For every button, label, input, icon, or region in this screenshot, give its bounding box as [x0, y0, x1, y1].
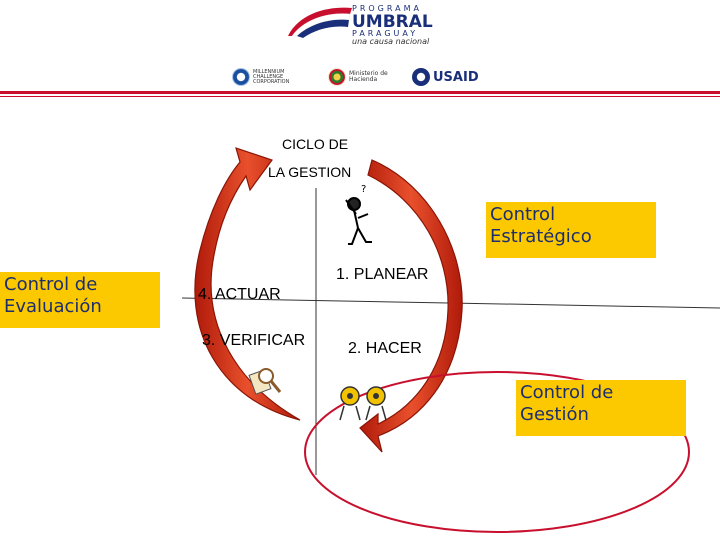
control-estrategico-line1: Control: [490, 204, 556, 225]
cycle-title-line1: CICLO DE: [282, 136, 349, 152]
partner-hacienda-name: Ministerio de Hacienda: [349, 70, 388, 83]
gestion-ellipse: [304, 371, 690, 533]
control-gestion-line2: Gestión: [520, 404, 589, 425]
logo-line1: PROGRAMA: [352, 4, 422, 13]
control-evaluacion-line1: Control de: [4, 274, 98, 295]
magnifier-checklist-icon: [248, 368, 282, 395]
step-hacer: 2. HACER: [348, 340, 422, 357]
partner-usaid-logo: USAID: [412, 66, 479, 88]
partner-mcc-logo: MILLENNIUM CHALLENGE CORPORATION: [232, 66, 301, 88]
cycle-title-line2: LA GESTION: [268, 164, 352, 180]
mcc-seal-icon: [232, 68, 250, 86]
step-verificar: 3. VERIFICAR: [202, 332, 306, 349]
logo-line3: PARAGUAY: [352, 29, 419, 38]
left-cycle-arrow: [194, 147, 301, 421]
header-rule-thick: [0, 91, 720, 94]
hacienda-seal-icon: [328, 68, 346, 86]
control-gestion-line1: Control de: [520, 382, 614, 403]
control-gestion-box: Control de Gestión: [516, 380, 686, 436]
step-actuar: 4. ACTUAR: [198, 286, 281, 303]
control-evaluacion-box: Control de Evaluación: [0, 272, 160, 328]
gears-icon: [339, 386, 387, 421]
control-estrategico-line2: Estratégico: [490, 226, 592, 247]
step-planear: 1. PLANEAR: [336, 266, 429, 283]
partner-hacienda-logo: Ministerio de Hacienda: [328, 66, 389, 88]
partner-mcc-name: MILLENNIUM CHALLENGE CORPORATION: [253, 68, 290, 85]
control-estrategico-box: Control Estratégico: [486, 202, 656, 258]
thinker-figure-icon: ?: [345, 184, 372, 245]
right-cycle-arrow: [359, 159, 463, 453]
header-rule-thin: [0, 96, 720, 97]
svg-text:?: ?: [361, 184, 366, 195]
logo-line2: UMBRAL: [352, 12, 433, 32]
control-evaluacion-line2: Evaluación: [4, 296, 102, 317]
partner-usaid-name: USAID: [433, 69, 479, 85]
flag-swoosh-icon: [288, 7, 352, 38]
logo-tagline: una causa nacional: [352, 37, 430, 46]
usaid-seal-icon: [412, 68, 430, 86]
